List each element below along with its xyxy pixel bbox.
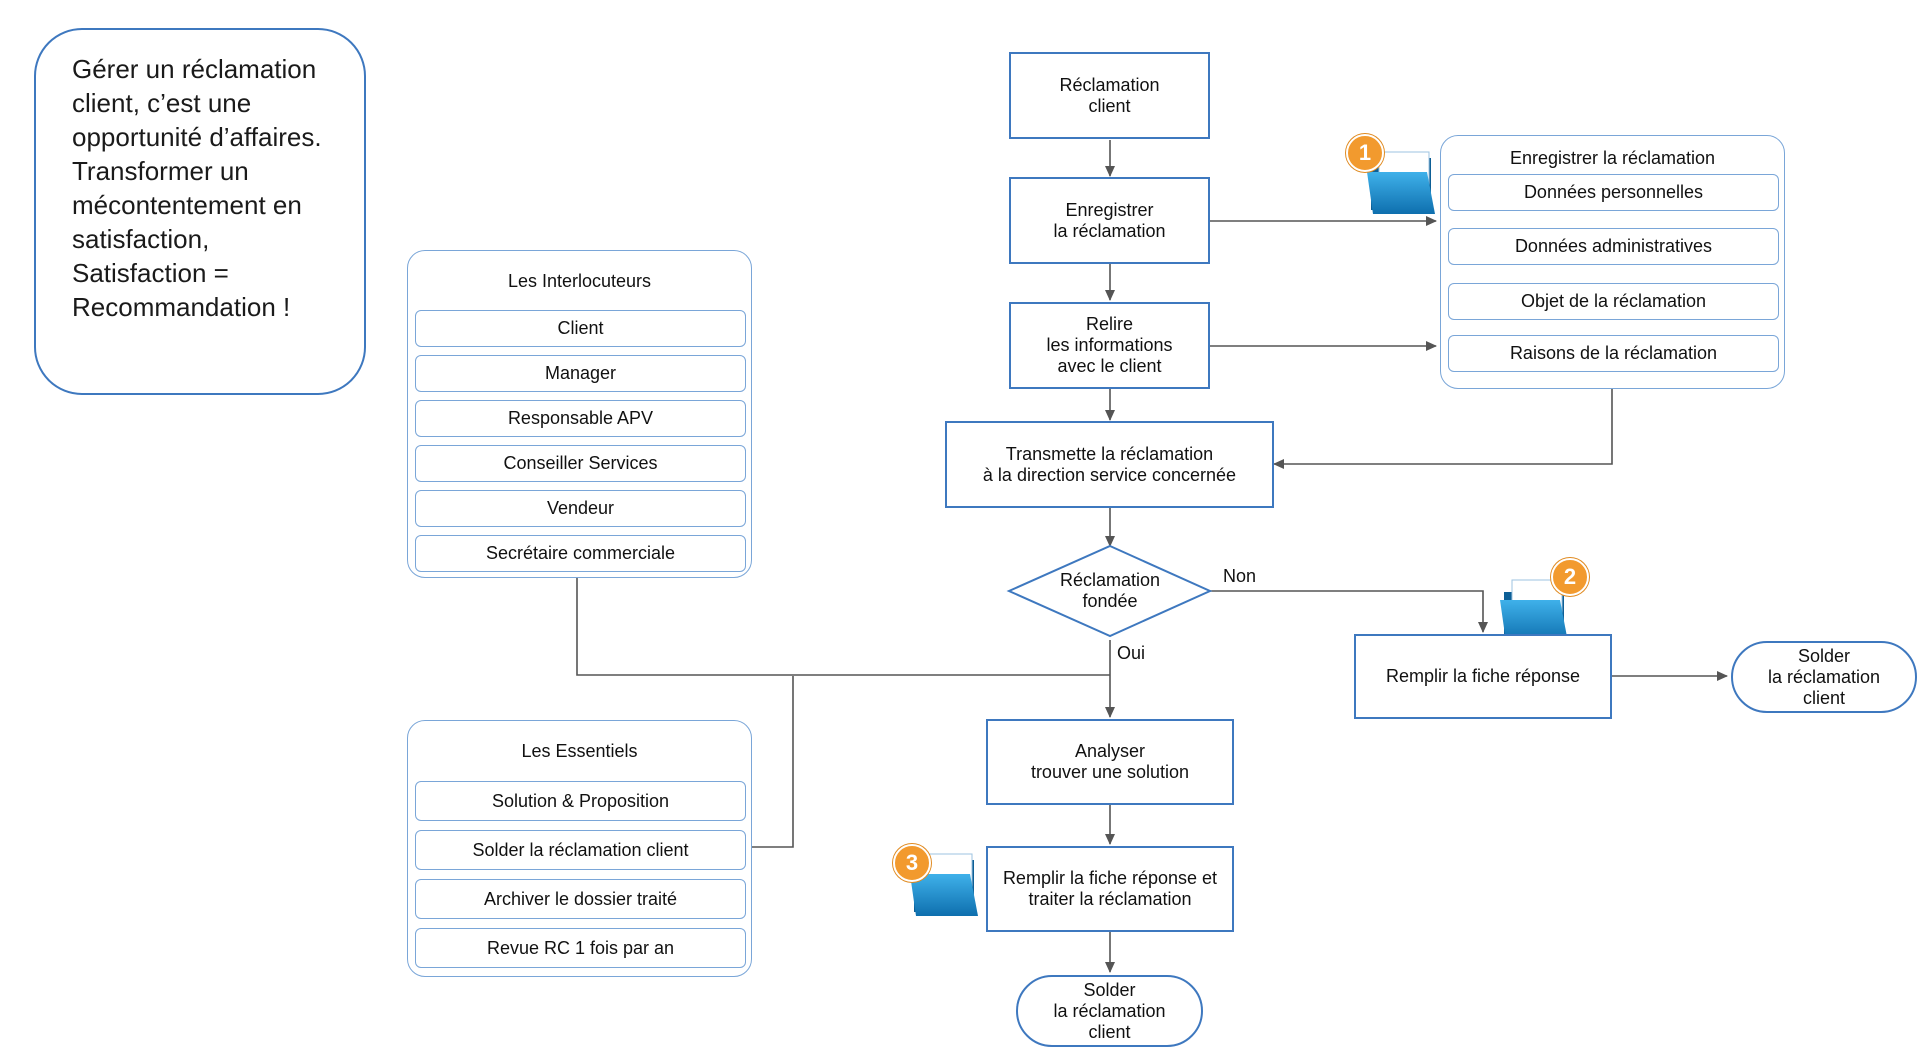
intro-note-text: Gérer un réclamation client, c’est une o… <box>72 54 322 322</box>
panel-enregistrer: Enregistrer la réclamation Données perso… <box>1440 135 1785 389</box>
node-reclamation-client: Réclamation client <box>1009 52 1210 139</box>
folder-icon <box>1367 151 1435 214</box>
step-badge-1: 1 <box>1346 134 1384 172</box>
label-non: Non <box>1223 566 1257 586</box>
panel-interlocuteurs-item: Client <box>415 310 746 347</box>
panel-essentiels: Les Essentiels Solution & Proposition So… <box>407 720 752 977</box>
panel-interlocuteurs-item: Responsable APV <box>415 400 746 437</box>
intro-note: Gérer un réclamation client, c’est une o… <box>34 28 366 395</box>
node-analyser: Analyser trouver une solution <box>986 719 1234 805</box>
panel-interlocuteurs-item: Conseiller Services <box>415 445 746 482</box>
node-enregistrer: Enregistrer la réclamation <box>1009 177 1210 264</box>
step-badge-3: 3 <box>893 844 931 882</box>
node-solder-bottom: Solder la réclamation client <box>1016 975 1203 1047</box>
decision-diamond <box>1006 544 1213 638</box>
panel-essentiels-item: Revue RC 1 fois par an <box>415 928 746 968</box>
panel-interlocuteurs-title: Les Interlocuteurs <box>507 271 652 291</box>
panel-interlocuteurs: Les Interlocuteurs Client Manager Respon… <box>407 250 752 578</box>
panel-enregistrer-item: Objet de la réclamation <box>1448 283 1779 320</box>
connector-essentiels <box>751 676 794 848</box>
panel-enregistrer-item: Données administratives <box>1448 228 1779 265</box>
folder-icon <box>910 853 978 916</box>
panel-essentiels-item: Solder la réclamation client <box>415 830 746 870</box>
node-remplir-fiche: Remplir la fiche réponse <box>1354 634 1612 719</box>
step-badge-2: 2 <box>1551 558 1589 596</box>
panel-interlocuteurs-item: Vendeur <box>415 490 746 527</box>
panel-enregistrer-item: Raisons de la réclamation <box>1448 335 1779 372</box>
arrow-panel-to-transmettre <box>1273 389 1613 469</box>
panel-essentiels-title: Les Essentiels <box>521 741 638 761</box>
folder-icon <box>1500 579 1568 642</box>
connector-interlocuteurs <box>576 578 1110 676</box>
node-solder-right: Solder la réclamation client <box>1731 641 1917 713</box>
label-oui: Oui <box>1117 643 1146 663</box>
panel-essentiels-item: Archiver le dossier traité <box>415 879 746 919</box>
node-transmettre: Transmette la réclamation à la direction… <box>945 421 1274 508</box>
arrow-non-to-fiche <box>1208 590 1488 633</box>
node-remplir-traiter: Remplir la fiche réponse et traiter la r… <box>986 846 1234 932</box>
decision-text: Réclamation fondée <box>1059 570 1161 611</box>
panel-interlocuteurs-item: Manager <box>415 355 746 392</box>
panel-enregistrer-title: Enregistrer la réclamation <box>1509 148 1716 168</box>
panel-enregistrer-item: Données personnelles <box>1448 174 1779 211</box>
panel-interlocuteurs-item: Secrétaire commerciale <box>415 535 746 572</box>
node-relire: Relire les informations avec le client <box>1009 302 1210 389</box>
panel-essentiels-item: Solution & Proposition <box>415 781 746 821</box>
